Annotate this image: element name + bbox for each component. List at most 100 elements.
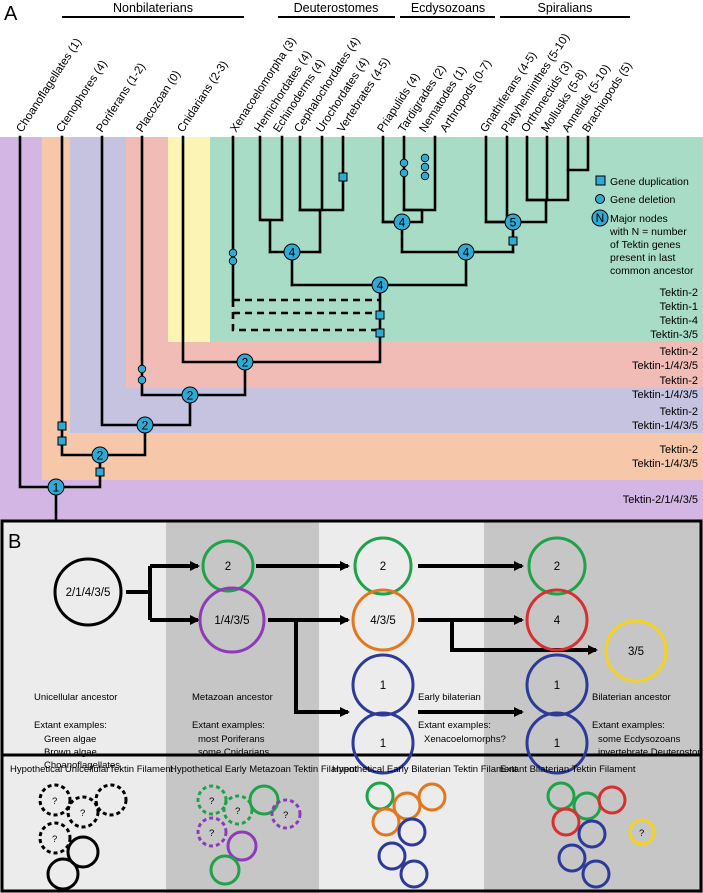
band-porifera-2: Tektin-1/4/3/5: [632, 420, 698, 432]
stage-metazoan: Metazoan ancestor: [192, 692, 273, 703]
extant-label-unicellular: Extant examples:: [34, 720, 107, 731]
circle-start-label: 2/1/4/3/5: [66, 587, 111, 599]
deletion-legend-icon: [595, 194, 605, 204]
stage-bilaterian: Bilaterian ancestor: [592, 692, 671, 703]
col-unicellular-bg: [0, 521, 166, 893]
circle-early-low1-label: 1: [380, 680, 386, 692]
taxon-cnidarians: Cnidarians (2-3): [175, 59, 230, 135]
dashed-lineages: [231, 298, 380, 332]
node-label-4-ecdysozoa: 4: [399, 216, 406, 230]
circle-bil-low2-label: 1: [554, 738, 560, 750]
band-bilaterian-3: Tektin-4: [659, 315, 698, 327]
unknown-m4: ?: [283, 810, 288, 821]
example-metazoan-1: most Poriferans: [198, 734, 265, 745]
circle-early-low2-label: 1: [380, 738, 386, 750]
group-nonbilaterians: Nonbilaterians: [113, 1, 193, 15]
example-unicellular-3: Choanoflagellates: [44, 760, 120, 771]
filament-extant: ?: [546, 781, 656, 889]
legend-node-text-4: present in last: [610, 252, 675, 264]
circle-bil-top-label: 2: [554, 561, 560, 573]
stage-unicellular: Unicellular ancestor: [34, 692, 117, 703]
node-legend-icon: [591, 209, 609, 227]
filament-titles: Hypothetical UnicellularTektin Filament …: [10, 764, 636, 775]
panel-b-label: B: [8, 531, 21, 553]
band-placozoan-2: Tektin-1/4/3/5: [632, 389, 698, 401]
legend-node-text-3: of Tektin genes: [610, 239, 680, 251]
major-nodes: 1 2 2 2 2 4 4 4 4 5: [47, 213, 522, 496]
node-label-4-deuterostomes: 4: [289, 246, 296, 260]
node-label-4-bilateria: 4: [377, 279, 384, 293]
unknown-u3: ?: [52, 834, 57, 845]
circle-bil-mid-label: 4: [554, 615, 561, 627]
node-label-2b: 2: [142, 419, 149, 433]
unknown-m3: ?: [209, 828, 214, 839]
panel-b: B 2/1/4/3/5 2 1/4/3/5 2 4/3/5: [0, 519, 703, 893]
filament-unicellular: ? ? ?: [38, 783, 128, 891]
unknown-m2: ?: [235, 806, 240, 817]
example-bilaterian-2: invertebrate Deuterostomes: [598, 747, 703, 758]
unknown-m1: ?: [209, 796, 214, 807]
taxon-placozoan: Placozoan (0): [134, 68, 183, 134]
example-unicellular-2: Brown algae: [44, 747, 97, 758]
band-ctenophore-2: Tektin-1/4/3/5: [632, 458, 698, 470]
band-ctenophore-1: Tektin-2: [659, 444, 698, 456]
legend: Gene duplication Gene deletion N Major n…: [591, 175, 694, 277]
example-bilaterian-1: some Ecdysozoans: [598, 734, 681, 745]
group-headers: Nonbilaterians Deuterostomes Ecdysozoans…: [62, 1, 630, 18]
example-metazoan-2: some Cnidarians: [198, 747, 270, 758]
node-label-5-spiralia: 5: [510, 216, 517, 230]
band-cnidarian-2: Tektin-1/4/3/5: [632, 360, 698, 372]
circle-meta-top-label: 2: [225, 561, 231, 573]
legend-node-text-1: Major nodes: [610, 213, 668, 225]
tektin-sets: 2/1/4/3/5 2 1/4/3/5 2 4/3/5 1 1 2 4 1 1 …: [53, 536, 668, 775]
filament-title-extant: Extant Bilaterian Tektin Filament: [500, 764, 636, 775]
circle-early-mid-label: 4/3/5: [370, 615, 396, 627]
extant-label-early: Extant examples:: [418, 720, 491, 731]
band-bilaterian-4: Tektin-3/5: [650, 329, 698, 341]
band-placozoan-1: Tektin-2: [659, 375, 698, 387]
circle-meta-bottom-label: 1/4/3/5: [214, 615, 249, 627]
circle-early-top-label: 2: [380, 561, 386, 573]
node-label-2d: 2: [242, 356, 249, 370]
unknown-e1: ?: [639, 828, 644, 839]
node-label-2a: 2: [97, 449, 104, 463]
group-ecdysozoans: Ecdysozoans: [411, 1, 485, 15]
example-unicellular-1: Green algae: [44, 734, 96, 745]
filament-title-metazoan: Hypothetical Early Metazoan Tektin Filam…: [170, 764, 358, 775]
legend-duplication: Gene duplication: [610, 176, 689, 188]
stage-texts: Unicellular ancestor Extant examples: Gr…: [34, 692, 703, 771]
group-deuterostomes: Deuterostomes: [294, 1, 379, 15]
panel-a-label: A: [4, 3, 18, 25]
band-porifera-1: Tektin-2: [659, 406, 698, 418]
filament-title-early: Hypothetical Early Bilaterian Tektin Fil…: [332, 764, 518, 775]
node-label-4-protostomes: 4: [463, 246, 470, 260]
taxon-labels: Choanoflagellates (1) Ctenophores (4) Po…: [14, 31, 634, 134]
unknown-u2: ?: [80, 808, 85, 819]
band-bilaterian-2: Tektin-1: [659, 301, 698, 313]
band-bilaterian-1: Tektin-2: [659, 287, 698, 299]
legend-node-text-5: common ancestor: [610, 265, 694, 277]
stage-early: Early bilaterian: [418, 692, 481, 703]
band-green: [210, 137, 703, 342]
panel-a: A Nonbilaterians Deuterostomes Ecdysozoa…: [0, 1, 703, 522]
deletion-markers: [137, 153, 430, 385]
band-labels: Tektin-2 Tektin-1 Tektin-4 Tektin-3/5 Te…: [623, 287, 698, 506]
example-early-1: Xenacoelomorphs?: [424, 734, 506, 745]
duplication-markers: [57, 172, 518, 477]
filament-title-unicellular: Hypothetical UnicellularTektin Filament: [10, 764, 174, 775]
panel-b-border: [0, 519, 703, 893]
node-label-2c: 2: [187, 389, 194, 403]
extant-label-bilaterian: Extant examples:: [592, 720, 665, 731]
circle-bil-side-label: 3/5: [628, 646, 644, 658]
unknown-u1: ?: [52, 796, 57, 807]
legend-deletion: Gene deletion: [610, 194, 676, 206]
filament-metazoan: ? ? ? ?: [196, 784, 302, 886]
band-cnidarian-1: Tektin-2: [659, 346, 698, 358]
col-bilaterian-bg: [484, 521, 703, 893]
extant-label-metazoan: Extant examples:: [192, 720, 265, 731]
legend-node-symbol: N: [596, 211, 605, 225]
group-spiralians: Spiralians: [538, 1, 593, 15]
legend-node-text-2: with N = number: [609, 226, 687, 238]
filament-early: [365, 781, 447, 889]
